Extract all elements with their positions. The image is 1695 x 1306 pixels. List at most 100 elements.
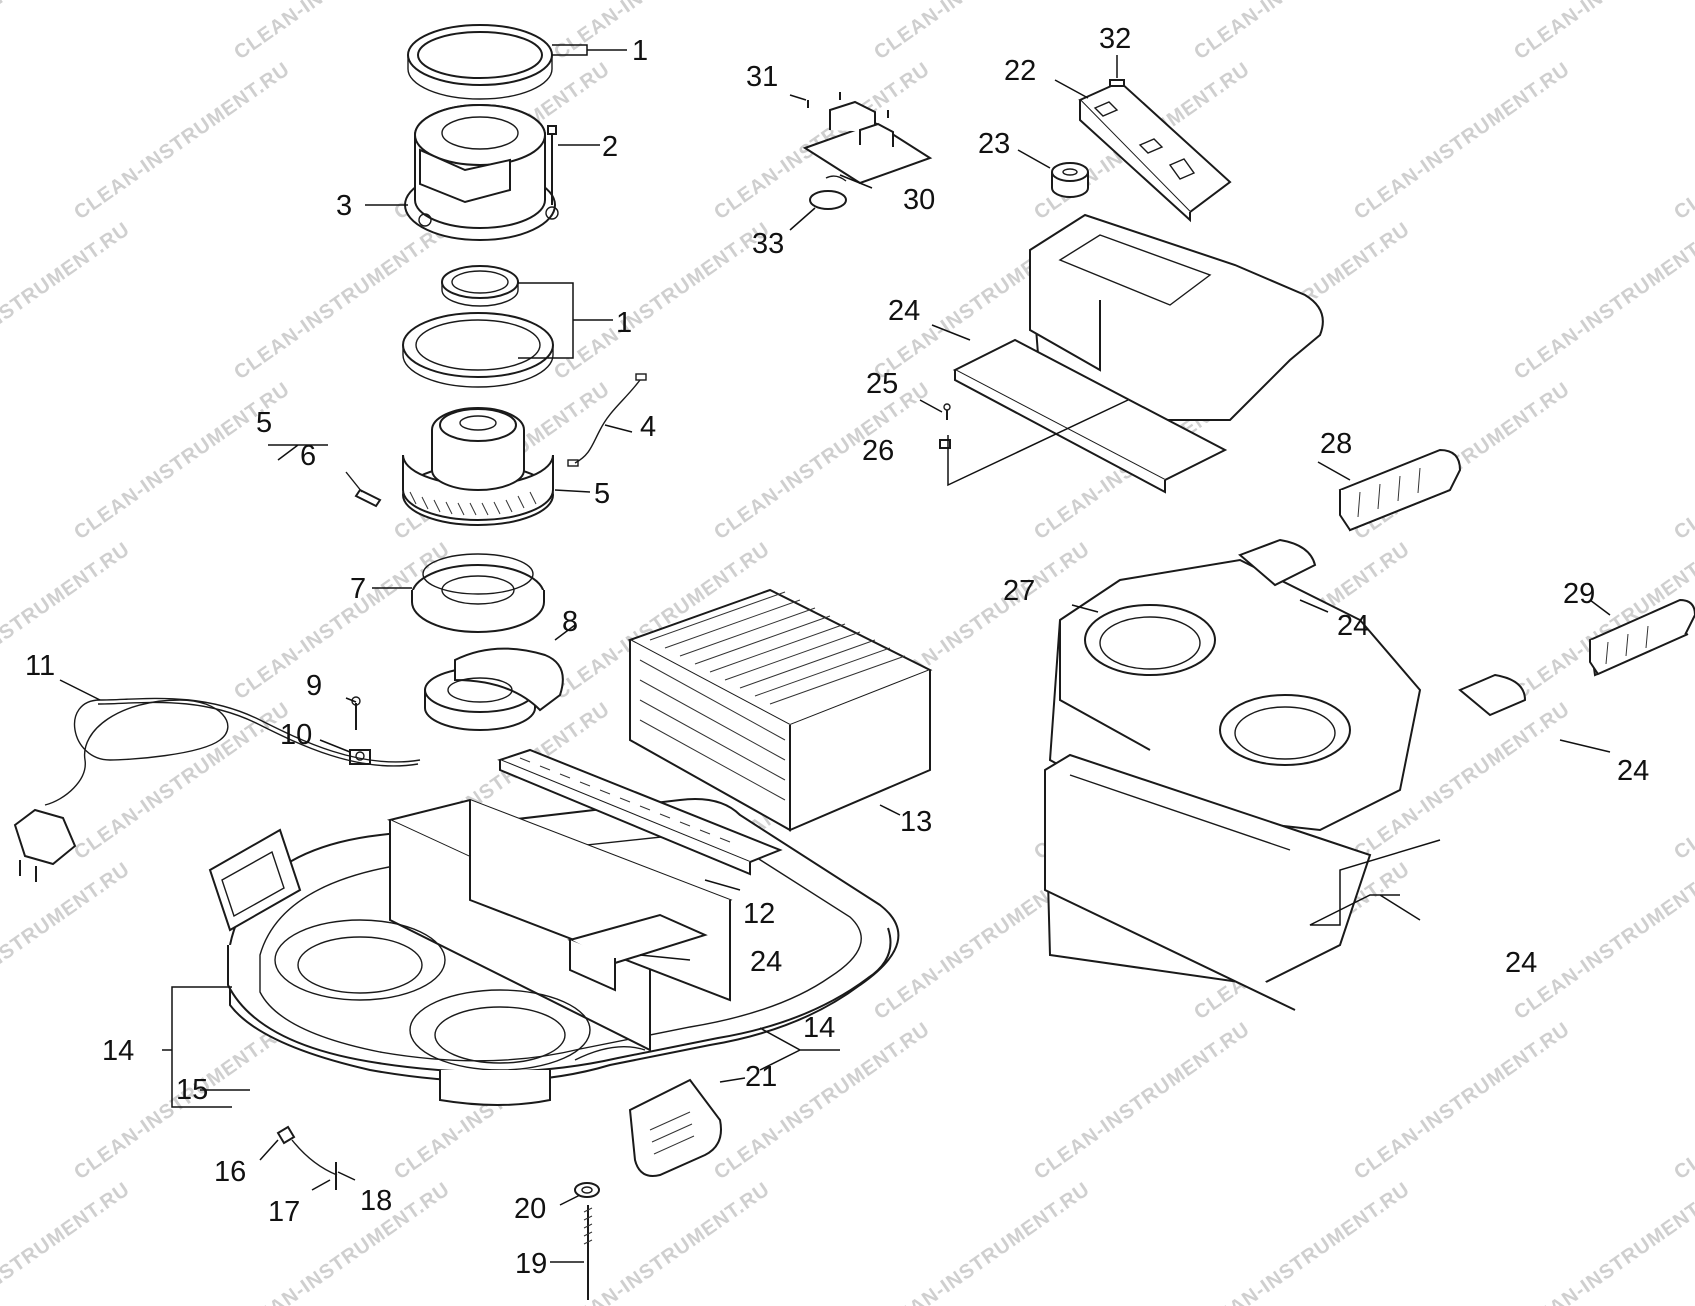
watermark-text: CLEAN-INSTRUMENT.RU [0, 538, 134, 704]
callout-4: 4 [640, 411, 656, 443]
watermark-text: CLEAN-INSTRUMENT.RU [0, 218, 134, 384]
callout-25: 25 [866, 368, 898, 400]
callout-30: 30 [903, 184, 935, 216]
callout-1-lower: 1 [616, 307, 632, 339]
watermark-text: CLEAN-INSTRUMENT.RU [230, 538, 454, 704]
watermark-text: CLEAN-INSTRUMENT.RU [1670, 1018, 1695, 1184]
callout-1: 1 [632, 35, 648, 67]
part-29-air-grille [1588, 598, 1695, 677]
watermark-text: CLEAN-INSTRUMENT.RU [1670, 698, 1695, 864]
part-13-flat-filter [627, 588, 933, 832]
callout-14-right: 14 [803, 1012, 835, 1044]
part-22-main-pcb [1078, 80, 1232, 223]
callout-2: 2 [602, 131, 618, 163]
part-28-air-grille [1338, 448, 1462, 532]
callout-3: 3 [336, 190, 352, 222]
callout-31: 31 [746, 61, 778, 93]
watermark-text: CLEAN-INSTRUMENT.RU [1510, 858, 1695, 1024]
callout-10: 10 [280, 719, 312, 751]
watermark-text: CLEAN-INSTRUMENT.RU [1670, 58, 1695, 224]
callout-12: 12 [743, 898, 775, 930]
part-5-motor [402, 407, 554, 526]
watermark-text: CLEAN-INSTRUMENT.RU [1030, 1018, 1254, 1184]
part-30-pcb-small [802, 100, 933, 185]
callout-14-left: 14 [102, 1035, 134, 1067]
watermark-text: CLEAN-INSTRUMENT.RU [70, 58, 294, 224]
part-8-cover-plate [424, 647, 564, 731]
callout-20: 20 [514, 1193, 546, 1225]
callout-24-connector-right: 24 [1617, 755, 1649, 787]
part-upper-control-housing [952, 213, 1324, 494]
watermark-text: CLEAN-INSTRUMENT.RU [1670, 378, 1695, 544]
watermark-text: CLEAN-INSTRUMENT.RU [1510, 218, 1695, 384]
watermark-text: CLEAN-INSTRUMENT.RU [1190, 0, 1414, 64]
watermark-text: CLEAN-INSTRUMENT.RU [870, 1178, 1094, 1306]
callout-27: 27 [1003, 575, 1035, 607]
watermark-text: CLEAN-INSTRUMENT.RU [0, 858, 134, 1024]
callout-32: 32 [1099, 23, 1131, 55]
watermark-text: CLEAN-INSTRUMENT.RU [1510, 1178, 1695, 1306]
part-3-motor-cover [404, 104, 559, 241]
part-2-screw [547, 125, 557, 205]
part-1-top-seal-ring [407, 24, 553, 100]
watermark-text: CLEAN-INSTRUMENT.RU [0, 1178, 134, 1306]
callout-24-tray: 24 [1505, 947, 1537, 979]
watermark-text: CLEAN-INSTRUMENT.RU [870, 0, 1094, 64]
watermark-text: CLEAN-INSTRUMENT.RU [230, 1178, 454, 1306]
watermark-text: CLEAN-INSTRUMENT.RU [1510, 0, 1695, 64]
callout-29: 29 [1563, 578, 1595, 610]
part-16-clip [276, 1125, 296, 1145]
watermark-text: CLEAN-INSTRUMENT.RU [70, 698, 294, 864]
watermark-text: CLEAN-INSTRUMENT.RU [70, 378, 294, 544]
part-1-lower-seal-large [402, 312, 554, 388]
part-31-screw [807, 92, 889, 118]
watermark-text: CLEAN-INSTRUMENT.RU [1350, 58, 1574, 224]
callout-19: 19 [515, 1248, 547, 1280]
part-6-carbon-brush [345, 471, 382, 508]
part-4-cable [567, 373, 647, 467]
part-1-lower-seal-small [441, 265, 519, 307]
part-27-lower-housing [1043, 538, 1527, 1011]
part-33-ferrite-ring [809, 175, 847, 210]
callout-26: 26 [862, 435, 894, 467]
callout-33: 33 [752, 228, 784, 260]
callout-24-connector-top: 24 [1337, 610, 1369, 642]
callout-18: 18 [360, 1185, 392, 1217]
callout-11: 11 [25, 650, 55, 682]
callout-17: 17 [268, 1196, 300, 1228]
part-11-power-cord [13, 697, 421, 882]
watermark-text: CLEAN-INSTRUMENT.RU [1350, 378, 1574, 544]
callout-13: 13 [900, 806, 932, 838]
callout-15: 15 [176, 1074, 208, 1106]
callout-labels: 1 2 3 1 4 5 6 5 7 8 9 10 11 12 13 14 15 … [25, 23, 1649, 1280]
callout-16: 16 [214, 1156, 246, 1188]
part-7-fan-housing-ring [411, 553, 545, 633]
callout-6: 6 [300, 440, 316, 472]
watermark-text: CLEAN-INSTRUMENT.RU [0, 0, 134, 64]
callout-22: 22 [1004, 55, 1036, 87]
callout-5-brush-set: 5 [256, 407, 272, 439]
callout-24-plate: 24 [888, 295, 920, 327]
callout-28: 28 [1320, 428, 1352, 460]
callout-5-motor: 5 [594, 478, 610, 510]
part-18-bracket [291, 1139, 338, 1176]
leader-lines [59, 44, 1611, 1263]
watermark-text: CLEAN-INSTRUMENT.RU [1190, 1178, 1414, 1306]
part-19-long-bolt [583, 1205, 593, 1300]
part-25-screw [943, 403, 951, 420]
watermark-text: CLEAN-INSTRUMENT.RU [1350, 1018, 1574, 1184]
callout-23: 23 [978, 128, 1010, 160]
part-32-fuse [1109, 79, 1125, 87]
part-23-ferrite-core [1051, 162, 1089, 198]
watermark-text: CLEAN-INSTRUMENT.RU [710, 378, 934, 544]
part-14-base-housing [208, 798, 900, 1177]
callout-7: 7 [350, 573, 366, 605]
part-20-washer [574, 1182, 600, 1198]
callout-21: 21 [745, 1061, 777, 1093]
callout-24-base: 24 [750, 946, 782, 978]
callout-8: 8 [562, 606, 578, 638]
part-12-filter-grille [497, 748, 783, 876]
watermark-text: CLEAN-INSTRUMENT.RU [550, 218, 774, 384]
